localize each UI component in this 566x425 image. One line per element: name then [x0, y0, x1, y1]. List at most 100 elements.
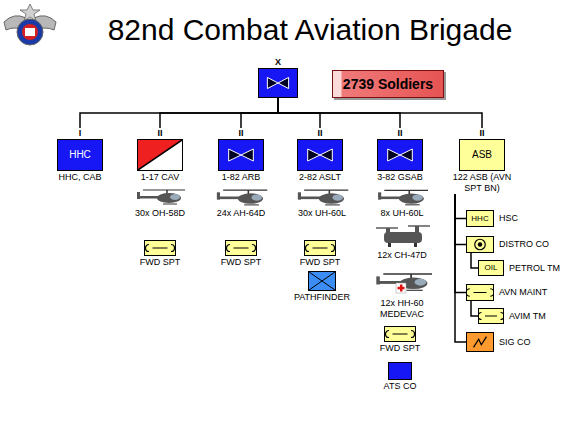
unit-node: IIASB122 ASB (AVN SPT BN)	[443, 128, 521, 194]
banner-box: 2739 Soldiers	[332, 70, 444, 98]
unit-name: SIG CO	[499, 337, 531, 348]
unit-symbol-box	[225, 240, 257, 256]
avn-symbol	[298, 140, 342, 170]
unit-symbol-box	[137, 139, 183, 171]
unit-name: AVIM TM	[509, 311, 546, 322]
unit-name: ATS CO	[370, 380, 430, 392]
org-line	[160, 98, 278, 128]
unit-name: 2-82 ASLT	[285, 171, 355, 183]
fwd-symbol	[385, 327, 415, 341]
unit-name: FWD SPT	[290, 256, 350, 268]
unit-symbol-box: OIL	[478, 260, 504, 276]
fwd-symbol	[305, 241, 335, 255]
unit-node: II 1-17 CAV	[125, 128, 195, 183]
fwd-symbol	[479, 309, 503, 323]
cav-symbol	[138, 140, 182, 170]
strength-banner: 2739 Soldiers	[328, 70, 448, 98]
unit-node: II1-82 ARB	[206, 128, 276, 183]
unit-symbol-box	[384, 326, 416, 342]
aircraft-count: 12x HH-60 MEDEVAC	[371, 298, 433, 320]
unit-symbol-box: ASB	[459, 139, 505, 171]
maintenance-symbol	[386, 331, 415, 338]
unit-name: FWD SPT	[211, 256, 271, 268]
echelon-mark: II	[206, 128, 276, 139]
support-unit: AVIM TM	[478, 308, 546, 324]
avn-symbol	[219, 140, 263, 170]
echelon-mark: II	[285, 128, 355, 139]
unit-name: AVN MAINT	[499, 287, 547, 298]
aircraft-count: 30x UH-60L	[287, 208, 357, 219]
support-unit: HHC HSC	[466, 210, 518, 227]
fwd-symbol	[226, 241, 256, 255]
aviation-bowtie	[229, 149, 254, 161]
unit-name: PETROL TM	[509, 263, 560, 274]
aircraft-count: 30x OH-58D	[125, 208, 195, 219]
unit-symbol-box	[144, 240, 176, 256]
avn-symbol	[259, 69, 297, 97]
unit-node: ATS CO	[370, 362, 430, 392]
maintenance-symbol	[479, 313, 503, 320]
unit-name: DISTRO CO	[499, 239, 549, 250]
insignia	[4, 4, 56, 45]
hh60-icon	[376, 274, 432, 290]
maintenance-symbol	[467, 289, 493, 297]
org-line	[278, 98, 482, 128]
org-line	[455, 194, 466, 342]
circle-symbol	[467, 237, 493, 252]
unit-symbol-box	[377, 139, 423, 171]
unit-symbol-box	[388, 362, 412, 380]
unit-symbol-box	[218, 139, 264, 171]
maintenance-symbol	[227, 245, 256, 252]
unit-symbol-box	[258, 68, 298, 98]
support-unit: OIL PETROL TM	[478, 260, 560, 276]
ch47-icon	[376, 226, 430, 247]
supply-ring	[475, 239, 486, 250]
red-cross	[396, 283, 406, 293]
aircraft-count: 12x CH-47D	[372, 250, 432, 261]
sig-symbol	[467, 333, 493, 351]
unit-name: HSC	[499, 213, 518, 224]
oh58-icon	[137, 190, 185, 204]
box-label: OIL	[485, 264, 498, 272]
unit-node: FWD SPT	[370, 326, 430, 354]
org-line	[80, 98, 278, 128]
unit-symbol-box	[297, 139, 343, 171]
unit-node: PATHFINDER	[287, 271, 357, 303]
box-label: ASB	[472, 150, 492, 160]
unit-node: FWD SPT	[211, 240, 271, 268]
org-line	[471, 301, 478, 316]
aviation-bowtie	[267, 77, 288, 88]
unit-symbol-box	[466, 332, 494, 352]
unit-name: 122 ASB (AVN SPT BN)	[443, 171, 521, 194]
org-line	[455, 194, 466, 293]
maintenance-symbol	[306, 245, 335, 252]
support-unit: SIG CO	[466, 332, 531, 352]
support-unit: DISTRO CO	[466, 236, 549, 253]
org-line	[455, 194, 466, 219]
unit-node: FWD SPT	[290, 240, 350, 268]
infantry-cross	[309, 272, 335, 290]
avn-symbol	[378, 140, 422, 170]
echelon-mark: II	[365, 128, 435, 139]
signal-bolt	[474, 337, 487, 348]
unit-name: PATHFINDER	[287, 291, 357, 303]
unit-symbol-box	[466, 236, 494, 253]
uh60-icon	[298, 190, 348, 205]
unit-name: 1-17 CAV	[125, 171, 195, 183]
unit-symbol-box	[304, 240, 336, 256]
aircraft-count: 24x AH-64D	[206, 208, 276, 219]
unit-name: FWD SPT	[370, 342, 430, 354]
title: 82nd Combat Aviation Brigade	[95, 12, 525, 48]
fwd-symbol	[467, 285, 493, 300]
ah64-icon	[217, 190, 267, 205]
maintenance-symbol	[146, 245, 175, 252]
unit-symbol-box: HHC	[466, 210, 494, 227]
org-line	[455, 194, 466, 245]
x-symbol	[309, 272, 335, 290]
unit-symbol-box	[466, 284, 494, 301]
strength-count: 2739 Soldiers	[343, 75, 433, 93]
box-label: HHC	[69, 150, 91, 160]
unit-name: HHC, CAB	[45, 171, 115, 183]
echelon-mark: II	[125, 128, 195, 139]
aircraft-count: 8x UH-60L	[377, 208, 427, 219]
